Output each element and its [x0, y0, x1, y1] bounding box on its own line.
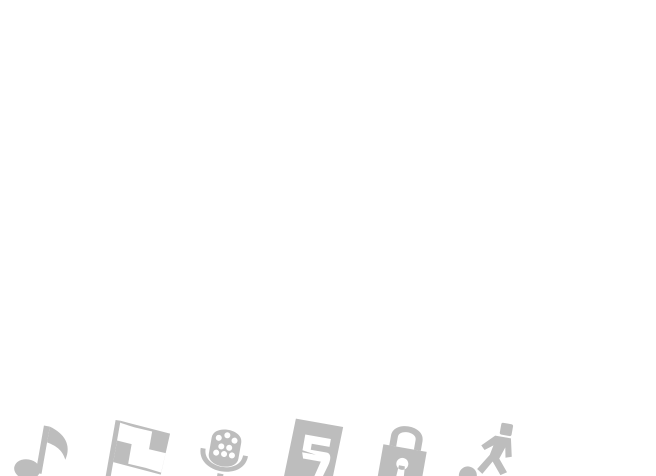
soccer-player-icon — [450, 412, 541, 476]
padlock-icon — [358, 412, 449, 476]
microphone-icon — [178, 412, 269, 476]
blank-content-area — [0, 0, 656, 410]
s-logo-icon — [266, 412, 357, 476]
icon-strip — [0, 410, 656, 476]
music-note-icon — [0, 412, 90, 476]
checkered-flag-icon — [90, 412, 181, 476]
